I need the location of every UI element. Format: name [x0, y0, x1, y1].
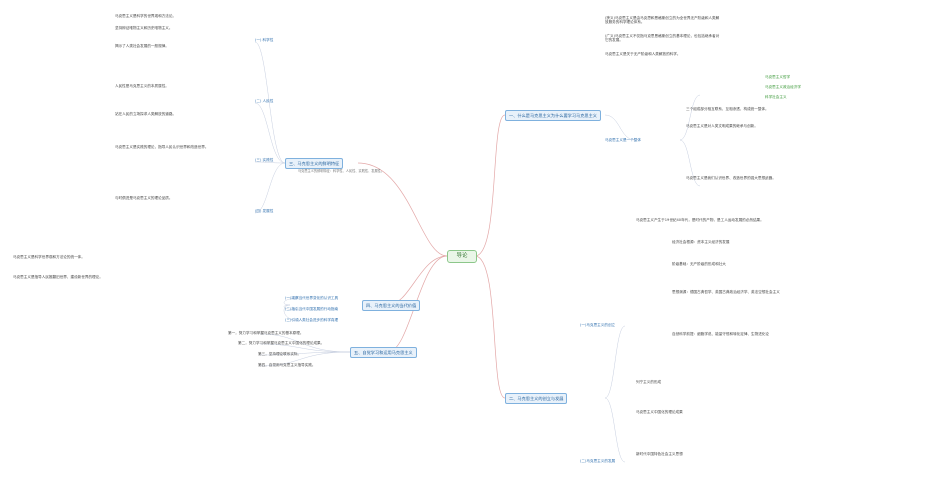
two-s1-item-1: 经济社会根源：资本主义经济的发展	[672, 240, 730, 244]
branch-one-title[interactable]: 一、什么是马克思主义为什么要学习马克思主义	[505, 110, 601, 121]
two-s2-item-3: 新时代中国特色社会主义思想	[636, 452, 683, 456]
five-item-1: 第一，努力学习和掌握马克思主义的基本原理。	[228, 331, 304, 335]
three-item-1: 马克思主义是科学的世界观和方法论。	[115, 14, 177, 18]
two-s2-item-2: 马克思主义中国化的理论成果	[636, 410, 683, 414]
three-item-4: 人民性是马克思主义的本质属性。	[115, 84, 169, 88]
section-people[interactable]: (二) 人民性	[255, 99, 274, 103]
three-item-6: 马克思主义是实践的理论，指导人民认识世界和改造世界。	[115, 145, 209, 149]
four-item-3[interactable]: (三)引领人类社会进步的科学真理	[285, 318, 339, 322]
one-pre-2: (广义)马克思主义不仅指马克思恩格斯创立的基本理论，也包括继承者对它的发展。	[605, 34, 720, 43]
one-post-2: 马克思主义是我们认识世界、改造世界的强大思想武器。	[686, 176, 776, 180]
two-intro: 马克思主义产生于19世纪40年代，是时代的产物，是工人运动发展的必然结果。	[636, 218, 764, 222]
section-practice[interactable]: (三) 实践性	[255, 158, 274, 162]
two-s2-item-1: 列宁主义的形成	[636, 380, 662, 384]
one-sub-item-1: 马克思主义哲学	[765, 75, 791, 79]
branch-two-title[interactable]: 二、马克思主义的创立与发展	[505, 393, 568, 404]
two-section-1[interactable]: (一)马克思主义的创立	[580, 323, 616, 327]
section-development[interactable]: (四) 发展性	[255, 209, 274, 213]
three-item-2: 坚持辩证唯物主义和历史唯物主义。	[115, 26, 173, 30]
one-pre-1: (狭义)马克思主义是由马克思和恩格斯创立的为全世界无产阶级和人类解放服务的科学理…	[605, 16, 720, 25]
three-item-5: 站在人民的立场探求人类解放的道路。	[115, 112, 177, 116]
branch-four-title[interactable]: 四、马克思主义的当代价值	[362, 300, 421, 311]
one-sub-item-3: 科学社会主义	[765, 95, 787, 99]
one-sub-item-2: 马克思主义政治经济学	[765, 85, 801, 89]
left-note-1: 马克思主义是科学世界观和方法论的统一体。	[13, 255, 85, 259]
four-item-1[interactable]: (一)观察当代世界变化的认识工具	[285, 296, 339, 300]
four-item-2[interactable]: (二)指引当代中国发展的行动指南	[285, 307, 339, 311]
branch-five-title[interactable]: 五、自觉学习和运用马克思主义	[350, 347, 417, 358]
two-section-2[interactable]: (二)马克思主义的发展	[580, 459, 616, 463]
two-s1-item-3: 思想渊源：德国古典哲学、英国古典政治经济学、英法空想社会主义	[672, 290, 780, 294]
two-s1-item-2: 阶级基础：无产阶级的形成和壮大	[672, 262, 726, 266]
five-item-4: 第四，自觉用马克思主义指导实践。	[258, 363, 316, 367]
one-pre-3: 马克思主义是关于无产阶级和人类解放的科学。	[605, 52, 681, 56]
one-post-1: 马克思主义是对人类文明成果的继承与创新。	[686, 124, 758, 128]
two-s1-item-4: 自然科学前提：细胞学说、能量守恒和转化定律、生物进化论	[672, 332, 770, 336]
left-note-2: 马克思主义是指导人民推翻旧世界、建设新世界的理论。	[13, 275, 103, 279]
five-item-3: 第三，坚持理论联系实际。	[258, 352, 302, 356]
branch-three-title[interactable]: 三、马克思主义的鲜明特征	[285, 158, 344, 169]
one-sub-title[interactable]: 马克思主义是一个整体	[605, 138, 641, 142]
one-sub-item-4: 三个组成部分相互联系、互相渗透，构成统一整体。	[686, 107, 769, 111]
three-item-3: 揭示了人类社会发展的一般规律。	[115, 44, 169, 48]
branch-three-note: 马克思主义的鲜明特征：科学性、人民性、实践性、发展性。	[298, 169, 385, 173]
five-item-2: 第二，努力学习和掌握马克思主义中国化的理论成果。	[238, 341, 325, 345]
root-node[interactable]: 导论	[447, 250, 477, 263]
three-item-7: 与时俱进是马克思主义的理论品质。	[115, 196, 173, 200]
section-scientific[interactable]: (一) 科学性	[255, 38, 274, 42]
